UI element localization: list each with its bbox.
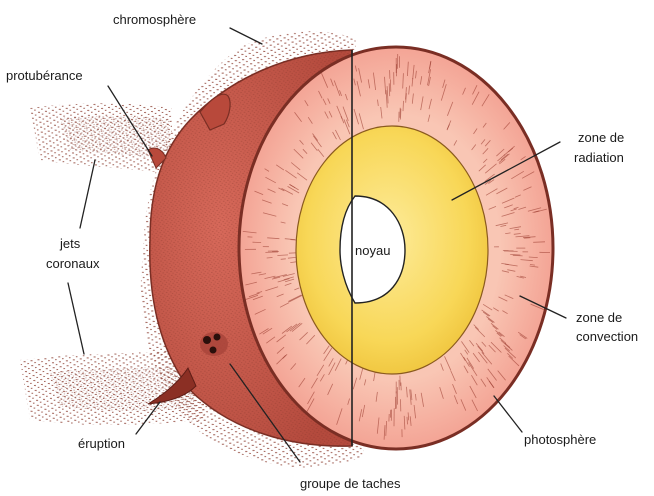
convection-hatch-mark: [389, 83, 390, 96]
convection-hatch-mark: [281, 259, 286, 260]
convection-hatch-mark: [403, 101, 404, 111]
label-radiation-line2: radiation: [574, 150, 624, 165]
convection-hatch-mark: [407, 417, 408, 425]
label-jets-line1: jets: [59, 236, 81, 251]
label-sunspots: groupe de taches: [300, 476, 401, 491]
leader-jets-top: [80, 160, 95, 228]
label-chromosphere: chromosphère: [113, 12, 196, 27]
label-eruption: éruption: [78, 436, 125, 451]
sunspot-group: [200, 332, 228, 356]
leader-chromosphere: [230, 28, 262, 44]
label-photosphere: photosphère: [524, 432, 596, 447]
label-convection-line1: zone de: [576, 310, 622, 325]
label-radiation-line1: zone de: [578, 130, 624, 145]
convection-hatch-mark: [533, 242, 545, 243]
label-core: noyau: [355, 243, 390, 258]
label-protuberance: protubérance: [6, 68, 83, 83]
convection-hatch-mark: [267, 258, 273, 259]
convection-hatch-mark: [524, 238, 530, 239]
label-jets-line2: coronaux: [46, 256, 100, 271]
label-convection-line2: convection: [576, 329, 638, 344]
leader-jets-bottom: [68, 283, 84, 354]
leader-photosphere: [494, 396, 522, 432]
